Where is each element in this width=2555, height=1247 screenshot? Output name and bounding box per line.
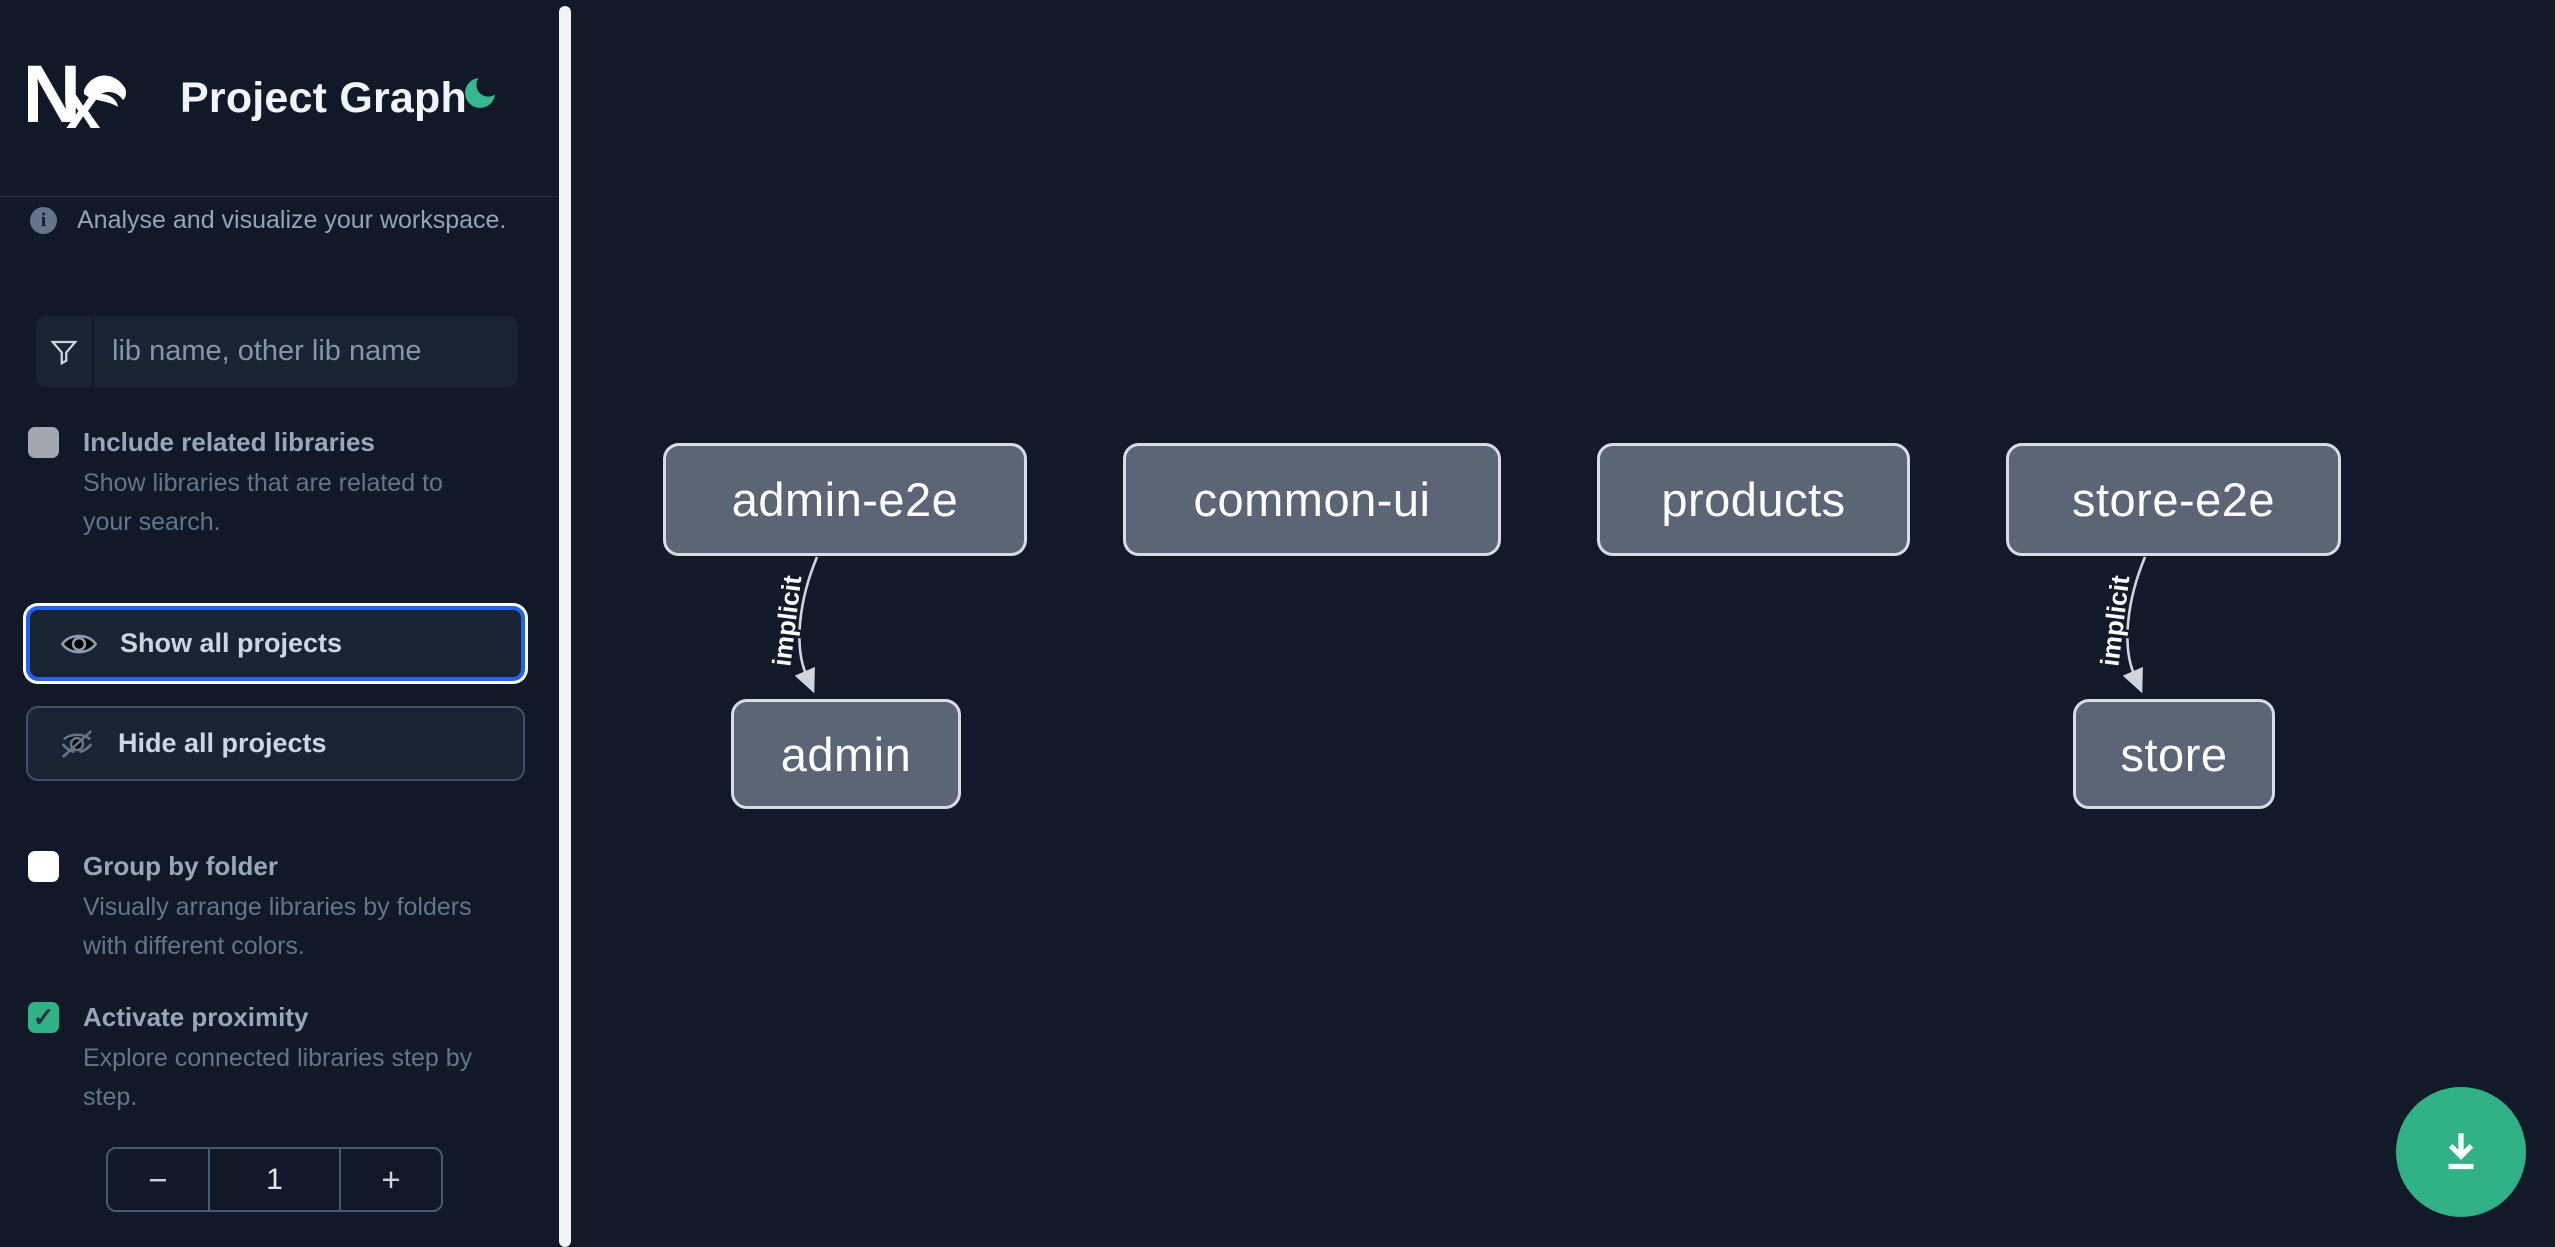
stepper-value: 1 bbox=[208, 1149, 341, 1210]
graph-node-products[interactable]: products bbox=[1597, 443, 1910, 556]
eye-icon bbox=[60, 634, 98, 653]
svg-text:N: N bbox=[28, 58, 81, 132]
sidebar-header: N x Project Graph bbox=[0, 0, 558, 197]
toggle-description: Explore connected libraries step by step… bbox=[83, 1044, 473, 1111]
include-related-checkbox[interactable] bbox=[28, 427, 59, 458]
show-all-projects-button[interactable]: Show all projects bbox=[26, 606, 525, 681]
toggle-description: Visually arrange libraries by folders wi… bbox=[83, 893, 472, 960]
download-graph-button[interactable] bbox=[2396, 1087, 2526, 1217]
graph-node-store-e2e[interactable]: store-e2e bbox=[2006, 443, 2341, 556]
moon-icon bbox=[465, 77, 495, 108]
toggle-label[interactable]: Group by folder bbox=[83, 851, 278, 881]
stepper-increment-button[interactable]: + bbox=[341, 1149, 441, 1210]
filter-funnel-icon bbox=[36, 316, 94, 387]
button-label: Hide all projects bbox=[118, 728, 327, 758]
tagline-text: Analyse and visualize your workspace. bbox=[77, 206, 507, 234]
eye-off-icon bbox=[61, 729, 93, 758]
theme-toggle-button[interactable] bbox=[456, 70, 504, 118]
toggle-description: Show libraries that are related to your … bbox=[83, 469, 443, 536]
hide-all-projects-button[interactable]: Hide all projects bbox=[26, 706, 525, 781]
search-input[interactable] bbox=[94, 316, 518, 387]
graph-node-admin-e2e[interactable]: admin-e2e bbox=[663, 443, 1027, 556]
search-filter bbox=[36, 316, 518, 387]
download-icon bbox=[2448, 1133, 2474, 1170]
sidebar-scrollbar[interactable] bbox=[559, 6, 571, 1247]
graph-canvas[interactable] bbox=[571, 0, 2555, 1247]
stepper-decrement-button[interactable]: − bbox=[108, 1149, 208, 1210]
page-title: Project Graph bbox=[180, 74, 467, 122]
sidebar: N x Project Graph i Analyse and visualiz… bbox=[0, 0, 558, 1247]
proximity-depth-stepper: − 1 + bbox=[106, 1147, 443, 1212]
info-icon: i bbox=[30, 207, 57, 234]
activate-proximity-checkbox[interactable]: ✓ bbox=[28, 1002, 59, 1033]
group-by-folder-checkbox[interactable] bbox=[28, 851, 59, 882]
graph-node-common-ui[interactable]: common-ui bbox=[1123, 443, 1501, 556]
tagline-row: i Analyse and visualize your workspace. bbox=[30, 206, 506, 235]
nx-logo: N x bbox=[28, 58, 127, 132]
toggle-label[interactable]: Include related libraries bbox=[83, 427, 375, 457]
button-label: Show all projects bbox=[120, 628, 343, 658]
graph-node-admin[interactable]: admin bbox=[731, 699, 961, 809]
graph-node-store[interactable]: store bbox=[2073, 699, 2275, 809]
toggle-label[interactable]: Activate proximity bbox=[83, 1002, 309, 1032]
